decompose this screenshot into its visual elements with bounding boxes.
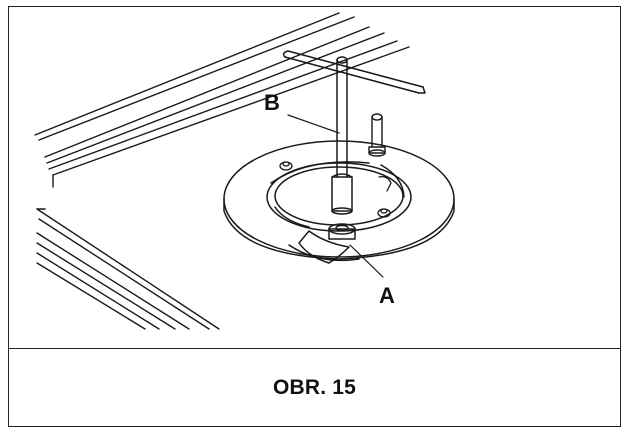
locating-pin (368, 113, 386, 157)
t-handle-wrench (282, 50, 426, 215)
callout-label-b: B (264, 90, 280, 115)
hold-down-nut (288, 223, 360, 264)
figure-frame: B A OBR. 15 (8, 6, 621, 427)
wheel-well-mount-ring (223, 140, 455, 260)
ring-bolts (279, 161, 392, 218)
floor-seams (36, 208, 220, 330)
leader-lines (287, 114, 384, 278)
trunk-floor-edges (34, 12, 410, 188)
leader-line-a (349, 244, 384, 278)
callout-label-a: A (379, 283, 395, 308)
figure-caption: OBR. 15 (272, 376, 357, 399)
caption-divider (9, 348, 620, 349)
illustration: B A (34, 12, 455, 330)
leader-line-b (287, 114, 340, 134)
